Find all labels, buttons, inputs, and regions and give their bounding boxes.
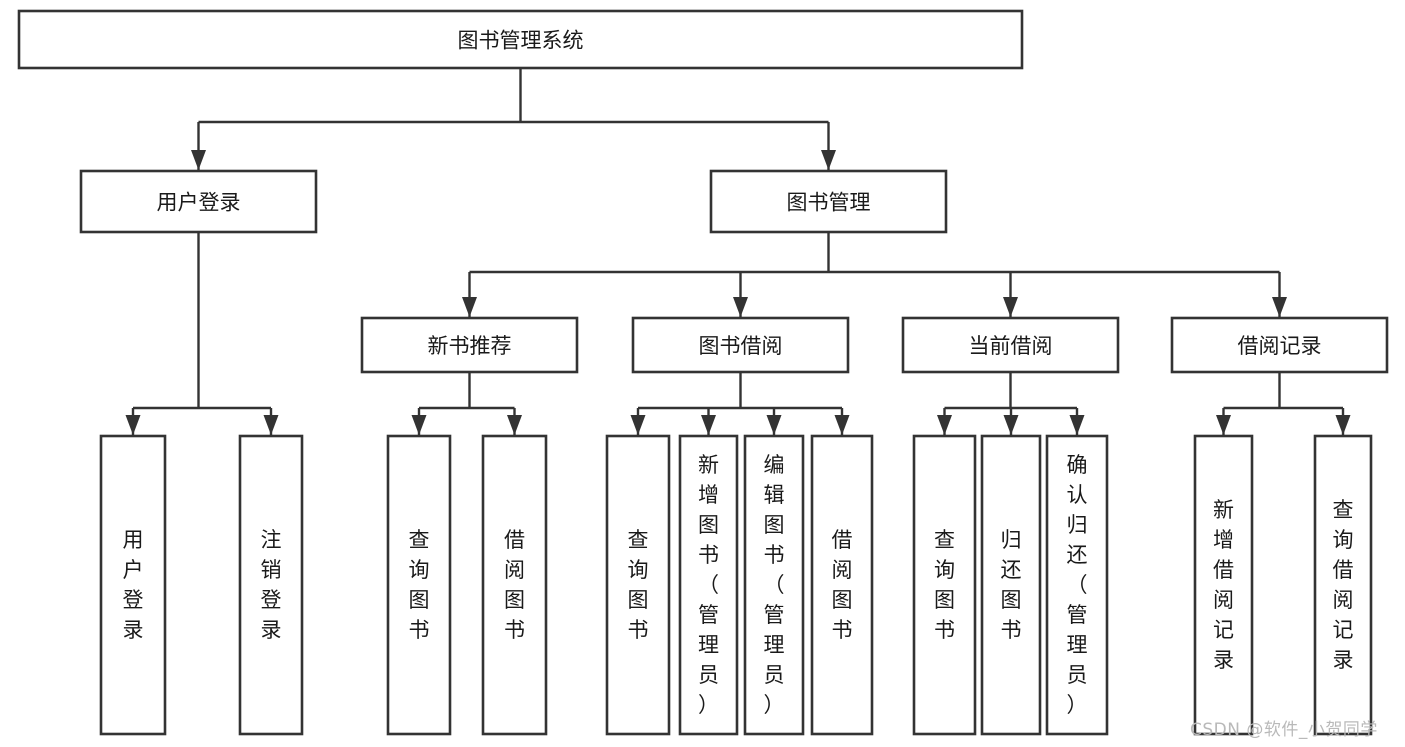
node-box-leaf-query-book-borrow[interactable] bbox=[605, 434, 671, 736]
node-label-leaf-query-book-rec: 查询图书 bbox=[409, 528, 430, 642]
node-label-new-book-rec: 新书推荐 bbox=[428, 334, 512, 358]
node-box-root[interactable] bbox=[17, 9, 1024, 70]
node-label-leaf-return-book: 归还图书 bbox=[1001, 528, 1022, 642]
node-box-leaf-borrow-book[interactable] bbox=[810, 434, 874, 736]
node-leaf-borrow-book-rec[interactable]: 借阅图书 bbox=[481, 434, 548, 736]
node-box-leaf-query-book-rec[interactable] bbox=[386, 434, 452, 736]
node-label-leaf-query-book-cur: 查询图书 bbox=[934, 528, 955, 642]
node-root[interactable]: 图书管理系统 bbox=[17, 9, 1024, 70]
node-label-leaf-user-login: 用户登录 bbox=[123, 528, 144, 642]
node-box-leaf-add-book[interactable] bbox=[678, 434, 739, 736]
node-leaf-add-book[interactable]: 新增图书（管理员） bbox=[678, 434, 739, 736]
node-label-borrow-record: 借阅记录 bbox=[1238, 334, 1322, 358]
node-label-leaf-borrow-book-rec: 借阅图书 bbox=[504, 528, 525, 642]
node-book-borrow[interactable]: 图书借阅 bbox=[631, 316, 850, 374]
node-box-leaf-return-book[interactable] bbox=[980, 434, 1042, 736]
node-leaf-return-book[interactable]: 归还图书 bbox=[980, 434, 1042, 736]
node-label-book-borrow: 图书借阅 bbox=[699, 334, 783, 358]
node-box-book-borrow[interactable] bbox=[631, 316, 850, 374]
node-label-root: 图书管理系统 bbox=[458, 29, 584, 53]
node-box-leaf-confirm-return[interactable] bbox=[1045, 434, 1109, 736]
node-leaf-query-book-rec[interactable]: 查询图书 bbox=[386, 434, 452, 736]
node-box-leaf-add-record[interactable] bbox=[1193, 434, 1254, 736]
node-leaf-query-record[interactable]: 查询借阅记录 bbox=[1313, 434, 1373, 736]
node-label-leaf-query-book-borrow: 查询图书 bbox=[628, 528, 649, 642]
node-leaf-confirm-return[interactable]: 确认归还（管理员） bbox=[1045, 434, 1109, 736]
node-label-book-manage: 图书管理 bbox=[787, 191, 871, 215]
node-leaf-add-record[interactable]: 新增借阅记录 bbox=[1193, 434, 1254, 736]
node-label-leaf-edit-book: 编辑图书（管理员） bbox=[764, 453, 785, 717]
node-borrow-record[interactable]: 借阅记录 bbox=[1170, 316, 1389, 374]
node-book-manage[interactable]: 图书管理 bbox=[709, 169, 948, 234]
node-box-leaf-query-book-cur[interactable] bbox=[912, 434, 977, 736]
node-box-leaf-edit-book[interactable] bbox=[743, 434, 805, 736]
node-label-leaf-add-book: 新增图书（管理员） bbox=[698, 453, 719, 717]
node-box-borrow-record[interactable] bbox=[1170, 316, 1389, 374]
node-box-leaf-query-record[interactable] bbox=[1313, 434, 1373, 736]
node-label-leaf-query-record: 查询借阅记录 bbox=[1333, 498, 1354, 672]
node-layer: 图书管理系统用户登录图书管理新书推荐图书借阅当前借阅借阅记录用户登录注销登录查询… bbox=[17, 9, 1389, 736]
node-label-current-borrow: 当前借阅 bbox=[969, 334, 1053, 358]
node-leaf-edit-book[interactable]: 编辑图书（管理员） bbox=[743, 434, 805, 736]
node-current-borrow[interactable]: 当前借阅 bbox=[901, 316, 1120, 374]
node-user-login[interactable]: 用户登录 bbox=[79, 169, 318, 234]
node-label-leaf-borrow-book: 借阅图书 bbox=[832, 528, 853, 642]
node-box-user-login[interactable] bbox=[79, 169, 318, 234]
node-leaf-query-book-borrow[interactable]: 查询图书 bbox=[605, 434, 671, 736]
node-leaf-logout[interactable]: 注销登录 bbox=[238, 434, 304, 736]
node-leaf-query-book-cur[interactable]: 查询图书 bbox=[912, 434, 977, 736]
node-box-book-manage[interactable] bbox=[709, 169, 948, 234]
node-box-leaf-logout[interactable] bbox=[238, 434, 304, 736]
node-label-user-login: 用户登录 bbox=[157, 191, 241, 215]
node-box-leaf-borrow-book-rec[interactable] bbox=[481, 434, 548, 736]
node-label-leaf-add-record: 新增借阅记录 bbox=[1213, 498, 1234, 672]
node-box-leaf-user-login[interactable] bbox=[99, 434, 167, 736]
node-label-leaf-confirm-return: 确认归还（管理员） bbox=[1067, 453, 1088, 717]
connector-layer bbox=[125, 68, 1351, 435]
node-leaf-borrow-book[interactable]: 借阅图书 bbox=[810, 434, 874, 736]
node-box-new-book-rec[interactable] bbox=[360, 316, 579, 374]
node-label-leaf-logout: 注销登录 bbox=[261, 528, 282, 642]
node-box-current-borrow[interactable] bbox=[901, 316, 1120, 374]
node-leaf-user-login[interactable]: 用户登录 bbox=[99, 434, 167, 736]
node-new-book-rec[interactable]: 新书推荐 bbox=[360, 316, 579, 374]
